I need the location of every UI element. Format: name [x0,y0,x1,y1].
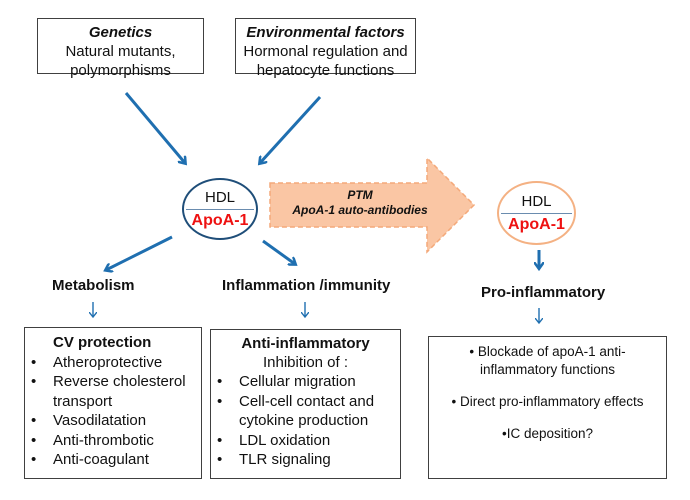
arrow-genetics-to-hdl [124,92,185,163]
ptm-arrow-label: PTM ApoA-1 auto-antibodies [280,188,440,218]
proinflammatory-heading: Pro-inflammatory [481,284,606,301]
hdl-modified-ellipse: HDL ApoA-1 [497,181,576,245]
metabolism-heading: Metabolism [52,277,135,294]
genetics-line-1: Natural mutants, [65,43,176,60]
hdl-native-label: HDL [204,189,235,206]
list-item: Cell-cell contact and cytokine productio… [211,392,389,431]
arrow-environmental-to-hdl [260,95,322,163]
cv-protection-title: CV protection [53,334,152,351]
genetics-title: Genetics [88,24,153,41]
pro-item-3: •IC deposition? [501,426,594,441]
pro-item-2-text: Direct pro-inflammatory effects [459,394,644,409]
environmental-line-1: Hormonal regulation and [243,43,408,60]
pro-item-1-text: Blockade of apoA-1 anti-inflammatory fun… [477,344,626,377]
environmental-title: Environmental factors [246,24,405,41]
environmental-line-2: hepatocyte functions [256,62,395,79]
arrow-hdl-to-metabolism [106,235,173,270]
hdl-native-apoa1: ApoA-1 [191,212,249,229]
genetics-line-2: polymorphisms [70,62,171,79]
genetics-box: Genetics Natural mutants, polymorphisms [37,18,204,79]
pro-item-2: • Direct pro-inflammatory effects [451,394,644,409]
list-item: Anti-thrombotic [25,431,201,451]
ptm-autoantibodies-label: ApoA-1 auto-antibodies [292,203,428,217]
list-item: LDL oxidation [211,431,400,451]
cv-protection-list: Atheroprotective Reverse cholesterol tra… [25,353,201,470]
hdl-native-divider [186,209,254,210]
pro-item-1: • Blockade of apoA-1 anti-inflammatory f… [469,344,626,377]
list-item: Vasodilatation [25,411,201,431]
list-item: TLR signaling [211,450,400,470]
arrow-hdl-to-inflammation [262,239,295,264]
hdl-modified-apoa1: ApoA-1 [508,216,565,233]
hdl-modified-label: HDL [521,193,552,210]
pro-item-3-text: IC deposition? [506,426,594,441]
list-item: Reverse cholesterol transport [25,372,193,411]
hdl-modified-divider [501,213,572,214]
hdl-native-ellipse: HDL ApoA-1 [182,178,258,240]
inflammation-heading: Inflammation /immunity [222,277,391,294]
anti-inflammatory-subtitle: Inhibition of : [262,354,349,371]
anti-inflammatory-box: Anti-inflammatory Inhibition of : Cellul… [210,329,401,479]
list-item: Atheroprotective [25,353,201,373]
pro-inflammatory-box: • Blockade of apoA-1 anti-inflammatory f… [428,336,667,479]
cv-protection-box: CV protection Atheroprotective Reverse c… [24,327,202,479]
list-item: Cellular migration [211,372,400,392]
ptm-arrow-shape [269,156,476,254]
environmental-box: Environmental factors Hormonal regulatio… [235,18,416,79]
ptm-label: PTM [347,188,373,202]
anti-inflammatory-title: Anti-inflammatory [241,335,370,352]
anti-inflammatory-list: Cellular migration Cell-cell contact and… [211,372,400,470]
list-item: Anti-coagulant [25,450,201,470]
